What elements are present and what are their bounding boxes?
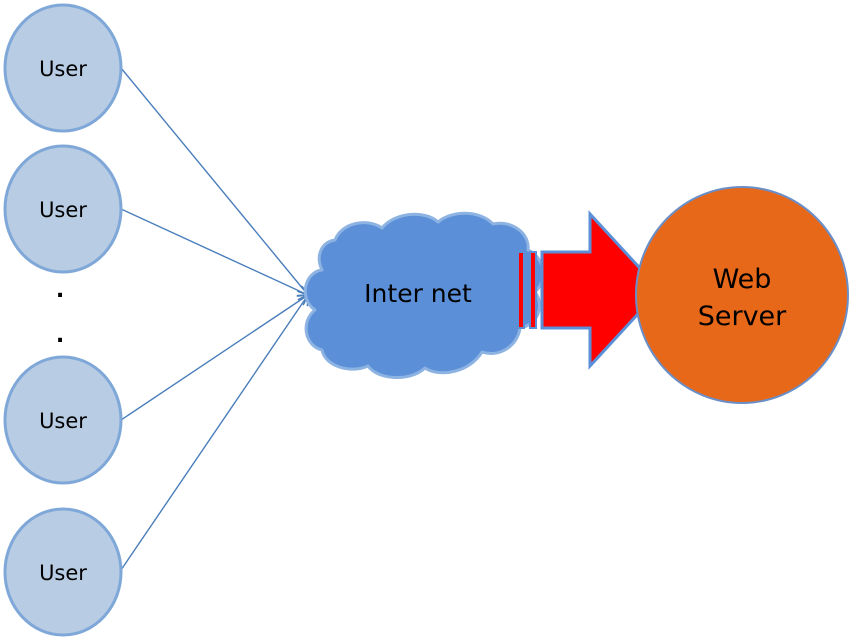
- ellipsis-dot: .: [56, 278, 64, 303]
- connector-user-4: [120, 295, 308, 571]
- user-circle: [3, 507, 123, 637]
- internet-cloud: Inter net: [303, 211, 545, 380]
- user-label: User: [39, 198, 87, 222]
- user-label: User: [39, 409, 87, 433]
- server-circle: [635, 186, 849, 404]
- ellipsis: . .: [56, 278, 64, 348]
- user-node-4: User: [3, 507, 123, 637]
- server-label-line1: Web: [713, 264, 772, 295]
- web-server-node: Web Server: [635, 186, 849, 404]
- request-arrow: [517, 210, 663, 370]
- arrow-strip: [517, 251, 525, 329]
- user-circle: [3, 144, 123, 274]
- connector-user-2: [120, 208, 308, 295]
- connector-user-1: [120, 67, 308, 295]
- arrow-body: [540, 210, 663, 370]
- user-node-3: User: [3, 355, 123, 485]
- user-label: User: [39, 561, 87, 585]
- connectors: [120, 67, 308, 571]
- user-circle: [3, 3, 123, 133]
- user-label: User: [39, 57, 87, 81]
- server-label-line2: Server: [698, 301, 787, 332]
- cloud-shape: [303, 211, 545, 380]
- arrow-strip: [529, 251, 537, 329]
- connector-user-3: [120, 295, 308, 421]
- cloud-label: Inter net: [364, 279, 472, 308]
- ellipsis-dot: .: [56, 323, 64, 348]
- user-node-2: User: [3, 144, 123, 274]
- user-node-1: User: [3, 3, 123, 133]
- user-circle: [3, 355, 123, 485]
